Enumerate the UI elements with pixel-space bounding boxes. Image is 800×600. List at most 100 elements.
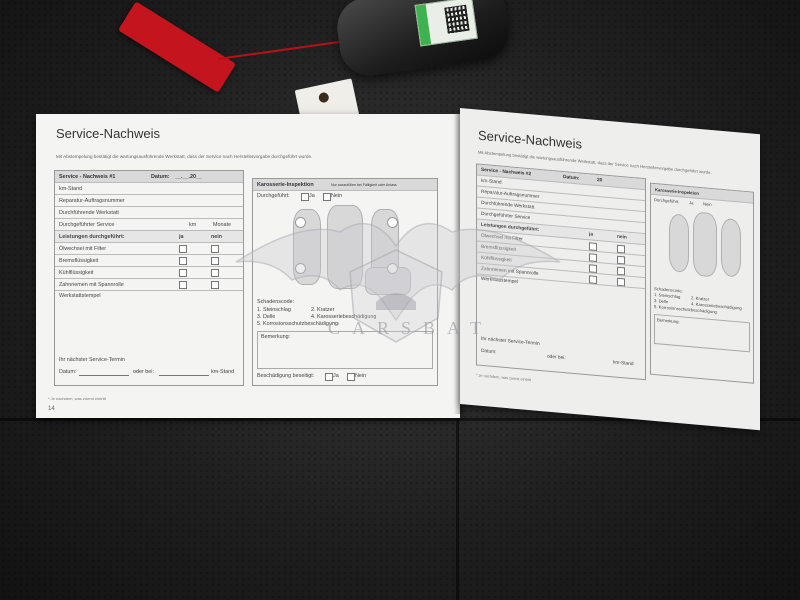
service-label: Zahnriemen mit Spannrolle (59, 281, 124, 288)
damage-code: 2. Kratzer (311, 307, 335, 313)
wheel-marker (387, 263, 398, 274)
row-label: Reparatur-Auftragsnummer (59, 197, 125, 204)
row-label: km-Stand (481, 178, 502, 186)
date-label: Datum: (151, 173, 170, 180)
table-row: km-Stand (55, 183, 243, 195)
car-top (327, 205, 363, 289)
right-page: Service-Nachweis Mit Abstempelung bestät… (460, 108, 760, 431)
row-label: Durchgeführter Service (481, 211, 531, 221)
body-inspection-panel-2: Karosserie-Inspektion Durchgeführt: Ja N… (650, 182, 754, 384)
row-label: km-Stand (59, 185, 83, 192)
fixed-yes-checkbox[interactable] (325, 373, 333, 381)
service-label: Ölwechsel mit Filter (481, 233, 523, 242)
yes-checkbox[interactable] (589, 264, 597, 273)
row-label: Durchführende Werkstatt (481, 200, 535, 210)
damage-code: 3. Delle (257, 314, 276, 320)
remarks-box[interactable]: Bemerkung: (257, 331, 433, 369)
label-stripe (415, 4, 432, 46)
wheel-marker (387, 217, 398, 228)
km-stand-label: km-Stand (613, 360, 634, 368)
record-header: Service - Nachweis #2 (481, 167, 532, 177)
stamp-label: Werkstattstempel (59, 293, 101, 299)
seat-seam (0, 418, 800, 421)
no-column-label: nein (617, 234, 627, 241)
service-booklet: Service-Nachweis Mit Abstempelung bestät… (36, 108, 766, 431)
date-label: Datum: (563, 174, 580, 181)
yes-checkbox[interactable] (179, 269, 187, 277)
car-side-left (669, 213, 689, 274)
done-yes-checkbox[interactable] (301, 193, 309, 201)
service-label: Ölwechsel mit Filter (59, 245, 107, 252)
done-no-label: Nein (703, 201, 712, 208)
car-top (693, 211, 717, 278)
remarks-box[interactable]: Bemerkung: (654, 313, 750, 353)
service-label: Bremsflüssigkeit (59, 257, 99, 264)
remarks-label: Bemerkung: (657, 317, 680, 325)
km-stand-label: km-Stand (211, 369, 235, 375)
inspection-title: Karosserie-Inspektion (655, 186, 699, 196)
service-row: Kühlflüssigkeit (55, 267, 243, 279)
wheel-marker (295, 263, 306, 274)
or-at-label: oder bei: (547, 354, 566, 362)
yes-checkbox[interactable] (179, 281, 187, 289)
yes-column-label: ja (589, 231, 594, 238)
no-column-label: nein (211, 233, 223, 240)
next-service-title: Ihr nächster Service-Termin (59, 357, 125, 363)
wheel-marker (295, 217, 306, 228)
fixed-label: Beschädigung beseitigt: (257, 373, 315, 379)
no-checkbox[interactable] (617, 244, 625, 254)
damage-code: 4. Karosseriebeschädigung (311, 314, 377, 320)
next-service-title: Ihr nächster Service-Termin (481, 336, 540, 347)
fixed-no-checkbox[interactable] (347, 373, 355, 381)
qr-code-icon (444, 4, 470, 34)
no-checkbox[interactable] (617, 277, 625, 287)
no-checkbox[interactable] (211, 257, 219, 265)
damage-code-title: Schadenscode: (257, 299, 295, 305)
yes-checkbox[interactable] (589, 253, 597, 262)
km-line (159, 375, 209, 376)
done-label: Durchgeführt: (654, 196, 680, 205)
yes-column-label: ja (179, 233, 184, 240)
no-checkbox[interactable] (617, 266, 625, 276)
next-date-line (79, 375, 129, 376)
no-checkbox[interactable] (617, 255, 625, 265)
done-no-checkbox[interactable] (323, 193, 331, 201)
inspection-title: Karosserie-Inspektion (257, 181, 314, 188)
left-page: Service-Nachweis Mit Abstempelung bestät… (36, 114, 460, 418)
next-date-label: Datum: (59, 369, 77, 375)
services-header: Leistungen durchgeführt: (59, 233, 125, 240)
service-row: Zahnriemen mit Spannrolle (55, 279, 243, 291)
no-checkbox[interactable] (211, 281, 219, 289)
service-record-table-1: Service - Nachweis #1 Datum: __.__.20__ … (54, 170, 244, 386)
stamp-label: Werkstattstempel (481, 276, 518, 286)
no-checkbox[interactable] (211, 269, 219, 277)
left-intro-text: Mit Abstempelung bestätigt die wartungsa… (56, 154, 313, 159)
done-yes-label: Ja (309, 193, 315, 199)
no-checkbox[interactable] (211, 245, 219, 253)
done-yes-label: Ja (689, 200, 694, 206)
yes-checkbox[interactable] (589, 242, 597, 251)
done-label: Durchgeführt: (257, 193, 290, 199)
damage-code: 1. Steinschlag (257, 307, 291, 313)
done-no-label: Nein (331, 193, 343, 199)
table-row: Durchführende Werkstatt (55, 207, 243, 219)
yes-checkbox[interactable] (179, 257, 187, 265)
seat-seam-vertical (456, 420, 459, 600)
service-row: Ölwechsel mit Filter (55, 243, 243, 255)
footnote: * Je nachdem, was zuerst eintritt (48, 396, 106, 401)
date-value: 20 (597, 177, 603, 183)
yes-checkbox[interactable] (589, 275, 597, 284)
row-label: Durchführende Werkstatt (59, 209, 119, 216)
yes-checkbox[interactable] (179, 245, 187, 253)
table-header: Service - Nachweis #1 Datum: __.__.20__ (55, 171, 243, 183)
right-page-title: Service-Nachweis (478, 127, 583, 152)
service-label: Bremsflüssigkeit (481, 244, 516, 253)
service-row: Bremsflüssigkeit (55, 255, 243, 267)
body-inspection-panel-1: Karosserie-Inspektion Nur auszufüllen be… (252, 178, 438, 386)
record-header: Service - Nachweis #1 (59, 173, 116, 180)
service-record-table-2: Service - Nachweis #2 Datum: 20 km-Stand… (476, 163, 646, 381)
inspection-header: Karosserie-Inspektion Nur auszufüllen be… (253, 179, 437, 191)
fixed-no-label: Nein (355, 373, 367, 379)
months-label: Monate (213, 221, 231, 228)
remarks-label: Bemerkung: (261, 334, 291, 340)
